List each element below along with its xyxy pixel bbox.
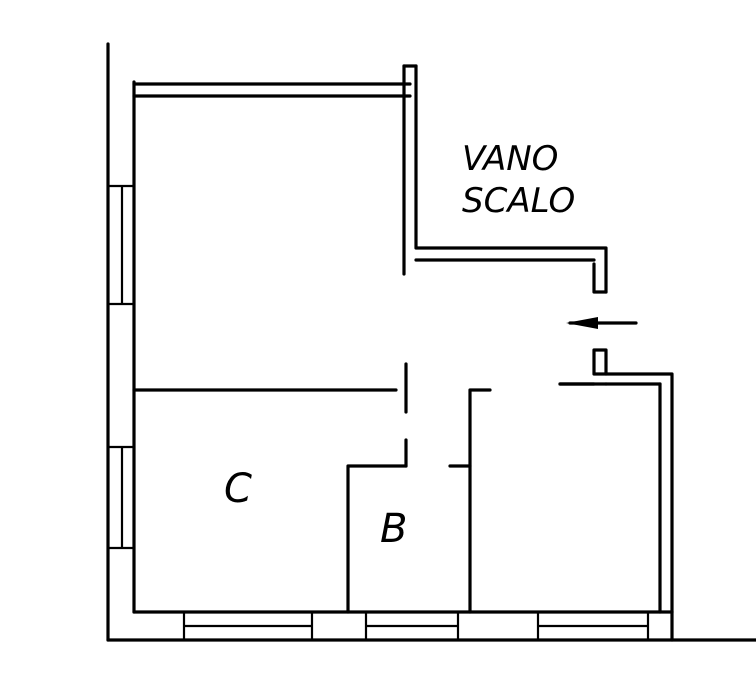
- room-c-label: C: [224, 466, 252, 512]
- stair-label-line2: SCALO: [462, 181, 575, 221]
- top-wall: [132, 82, 412, 98]
- room-b-label: B: [380, 506, 407, 552]
- stairwell-wall: [402, 64, 608, 294]
- stair-label-line1: VANO: [462, 139, 558, 179]
- left-exterior-wall: [106, 42, 136, 642]
- right-partition: [558, 348, 674, 614]
- bottom-exterior-wall: [106, 610, 756, 642]
- interior-wall-b: [448, 388, 492, 614]
- interior-wall-c: [132, 362, 408, 614]
- entrance-arrow: [566, 317, 638, 329]
